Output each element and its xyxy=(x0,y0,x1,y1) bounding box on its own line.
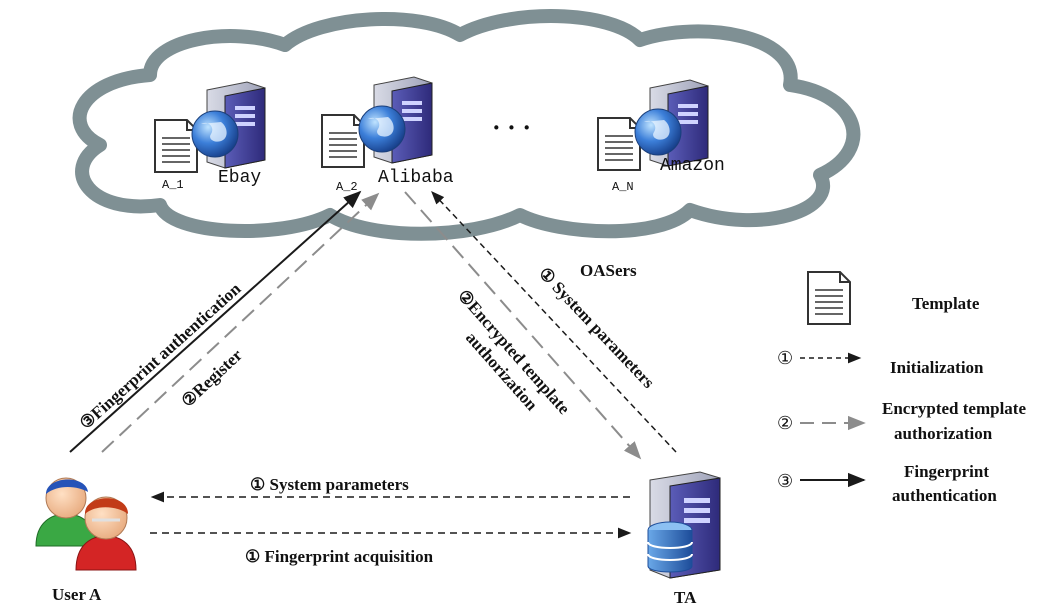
legend-marker-1: ① xyxy=(777,348,793,369)
cloud-label: OASers xyxy=(580,261,637,280)
server-ellipsis: · · · xyxy=(492,113,531,142)
arrow-register xyxy=(101,192,380,453)
legend-label-fingerprint-line1: Fingerprint xyxy=(904,462,989,481)
server-alibaba xyxy=(321,76,433,168)
database-icon xyxy=(647,521,693,573)
legend-label-initialization: Initialization xyxy=(890,358,984,377)
legend-label-encrypted-line2: authorization xyxy=(894,424,993,443)
label-fingerprint-acquisition: ① Fingerprint acquisition xyxy=(245,547,434,566)
globe-icon xyxy=(358,105,406,153)
ta-label: TA xyxy=(674,588,697,606)
cloud-shape xyxy=(72,9,861,241)
cloud xyxy=(72,9,861,241)
legend-label-fingerprint-line2: authentication xyxy=(892,486,997,505)
globe-icon xyxy=(191,110,239,158)
server-ebay xyxy=(154,81,266,173)
legend-template-label: Template xyxy=(912,294,980,313)
label-system-parameters-horizontal: ① System parameters xyxy=(250,475,409,494)
arrow-fingerprint-authentication xyxy=(69,190,362,453)
document-icon xyxy=(321,114,365,168)
template-label-a2: A_2 xyxy=(336,180,358,194)
server-name-alibaba: Alibaba xyxy=(378,168,454,188)
label-register: ②Register xyxy=(178,345,247,411)
user-icon xyxy=(35,477,137,571)
document-icon xyxy=(154,119,198,173)
label-system-parameters-diagonal: ① System parameters xyxy=(535,264,658,393)
server-name-ebay: Ebay xyxy=(218,168,261,188)
server-name-amazon: Amazon xyxy=(660,156,725,176)
template-label-an: A_N xyxy=(612,180,634,194)
server-amazon xyxy=(597,79,709,171)
template-label-a1: A_1 xyxy=(162,178,184,192)
user-label: User A xyxy=(52,585,102,604)
arrow-encrypted-template xyxy=(404,191,642,460)
legend-marker-3: ③ xyxy=(777,471,793,492)
legend-label-encrypted-line1: Encrypted template xyxy=(882,399,1026,418)
document-icon xyxy=(597,117,641,171)
label-fingerprint-authentication: ③Fingerprint authentication xyxy=(76,279,245,433)
legend-marker-2: ② xyxy=(777,413,793,434)
globe-icon xyxy=(634,108,682,156)
ta-server xyxy=(647,471,721,579)
legend-template-icon xyxy=(807,271,851,325)
legend: Template ① Initialization ② Encrypted te… xyxy=(777,271,1026,505)
